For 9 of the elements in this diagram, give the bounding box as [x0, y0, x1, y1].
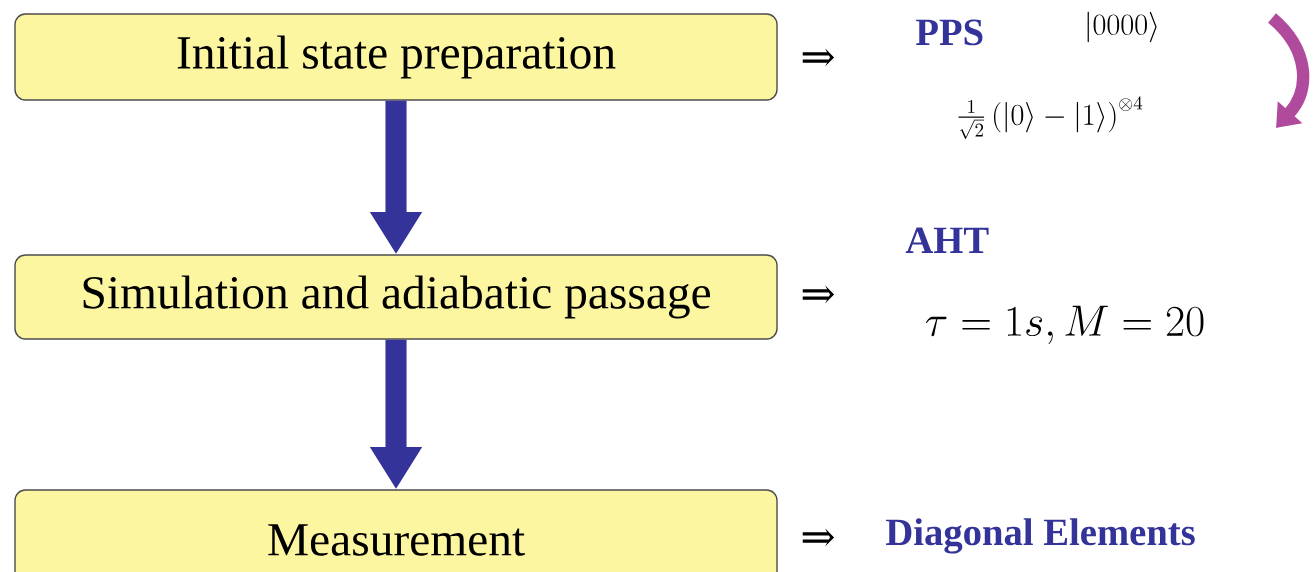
heading-text: AHT — [905, 227, 989, 253]
process-box: Measurement — [14, 489, 778, 572]
heading-text: PPS — [916, 19, 983, 46]
process-box: Initial state preparation — [14, 13, 778, 101]
formula: $\tau = 1s, M = 20$ — [925, 305, 1204, 345]
heading-text: Diagonal Elements — [886, 518, 1195, 554]
formula: $|0000\rangle$ — [1087, 11, 1157, 43]
process-box: Simulation and adiabatic passage — [14, 254, 778, 340]
formula: $\frac{1}{\sqrt{2}}\left(|0\rangle-|1\rangle\right)^{\otimes 4}$ — [958, 96, 1143, 139]
